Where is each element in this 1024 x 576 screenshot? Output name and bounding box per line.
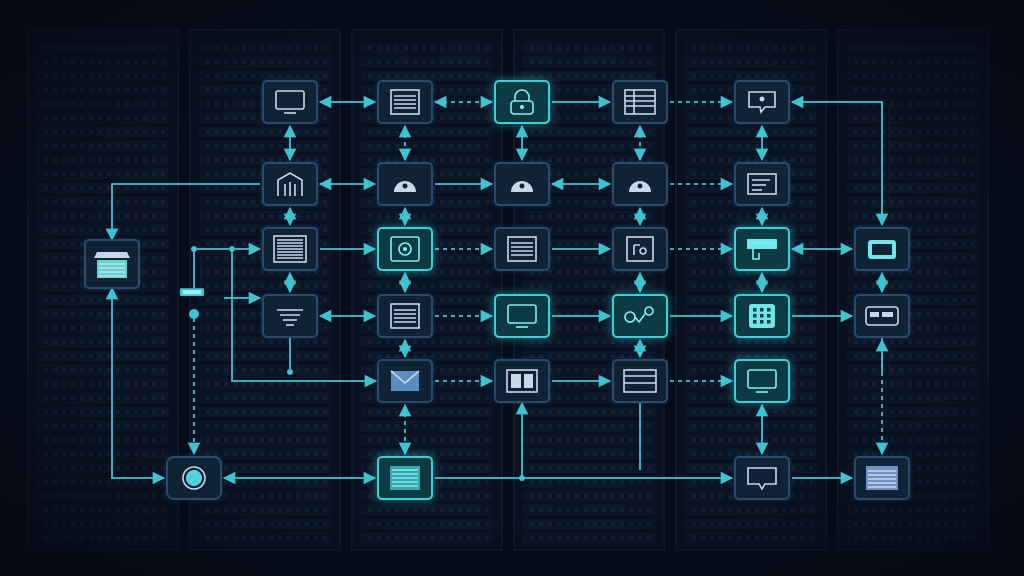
node-r4c2[interactable]	[377, 294, 433, 338]
node-r5c2[interactable]	[377, 359, 433, 403]
node-r1c4[interactable]	[612, 80, 668, 124]
panel-icon	[506, 369, 538, 393]
node-hub[interactable]	[173, 285, 215, 311]
monitor-icon	[747, 369, 777, 393]
junction-dot-2	[191, 246, 197, 252]
node-r4c3[interactable]	[494, 294, 550, 338]
node-r3c3[interactable]	[494, 227, 550, 271]
database-icon	[390, 466, 420, 490]
globe-icon	[182, 466, 206, 490]
node-r4c6[interactable]	[854, 294, 910, 338]
building-icon	[277, 172, 303, 196]
device-icon	[868, 240, 896, 259]
card-icon	[865, 306, 899, 326]
node-b4[interactable]	[854, 456, 910, 500]
monitor-icon	[507, 304, 537, 328]
node-r5c3[interactable]	[494, 359, 550, 403]
message-icon	[748, 91, 776, 114]
connector-e5	[790, 95, 889, 227]
mail-icon	[390, 370, 420, 391]
node-r3c5[interactable]	[734, 227, 790, 271]
node-b1[interactable]	[166, 456, 222, 500]
node-r4c4[interactable]	[612, 294, 668, 338]
node-r3c1[interactable]	[262, 227, 318, 271]
cloud-icon	[394, 181, 416, 192]
keypad-icon	[749, 304, 775, 328]
filter-icon	[277, 309, 303, 326]
node-r5c5[interactable]	[734, 359, 790, 403]
node-r3c2[interactable]	[377, 227, 433, 271]
server-icon	[273, 235, 307, 263]
document-icon	[507, 236, 537, 262]
hub-port-dot	[189, 309, 199, 319]
node-r2c3[interactable]	[494, 162, 550, 206]
connector-bus-5	[193, 248, 232, 288]
chat-icon	[747, 467, 777, 491]
monitor-icon	[275, 90, 305, 114]
node-r3c4[interactable]	[612, 227, 668, 271]
node-b3[interactable]	[734, 456, 790, 500]
spreadsheet-icon	[624, 89, 656, 115]
node-r1c5[interactable]	[734, 80, 790, 124]
node-r2c1[interactable]	[262, 162, 318, 206]
cloud-icon	[511, 181, 533, 192]
safe-icon	[390, 236, 420, 262]
document-icon	[390, 303, 420, 329]
node-r4c5[interactable]	[734, 294, 790, 338]
node-left-store[interactable]	[84, 239, 140, 289]
junction-dot-4	[287, 369, 293, 375]
node-r2c5[interactable]	[734, 162, 790, 206]
list-icon	[747, 173, 777, 195]
node-r5c4[interactable]	[612, 359, 668, 403]
node-r3c6[interactable]	[854, 227, 910, 271]
lock-icon	[510, 89, 534, 115]
node-r2c2[interactable]	[377, 162, 433, 206]
connector-bus-4	[231, 249, 378, 388]
node-r2c4[interactable]	[612, 162, 668, 206]
node-b2[interactable]	[377, 456, 433, 500]
document-icon	[390, 89, 420, 115]
archive-icon	[866, 466, 898, 490]
share-icon	[624, 306, 654, 324]
hub-icon	[179, 288, 205, 296]
node-r1c1[interactable]	[262, 80, 318, 124]
payment-icon	[747, 239, 777, 260]
node-r1c2[interactable]	[377, 80, 433, 124]
connector-e10	[105, 183, 260, 242]
connector-bus-1	[105, 286, 166, 485]
node-r4c1[interactable]	[262, 294, 318, 338]
junction-dot-1	[229, 246, 235, 252]
storefront-icon	[94, 252, 130, 278]
junction-dot-3	[519, 475, 525, 481]
cloud-icon	[629, 181, 651, 192]
table-icon	[623, 369, 657, 393]
terminal-icon	[626, 236, 654, 262]
node-r1c3[interactable]	[494, 80, 550, 124]
